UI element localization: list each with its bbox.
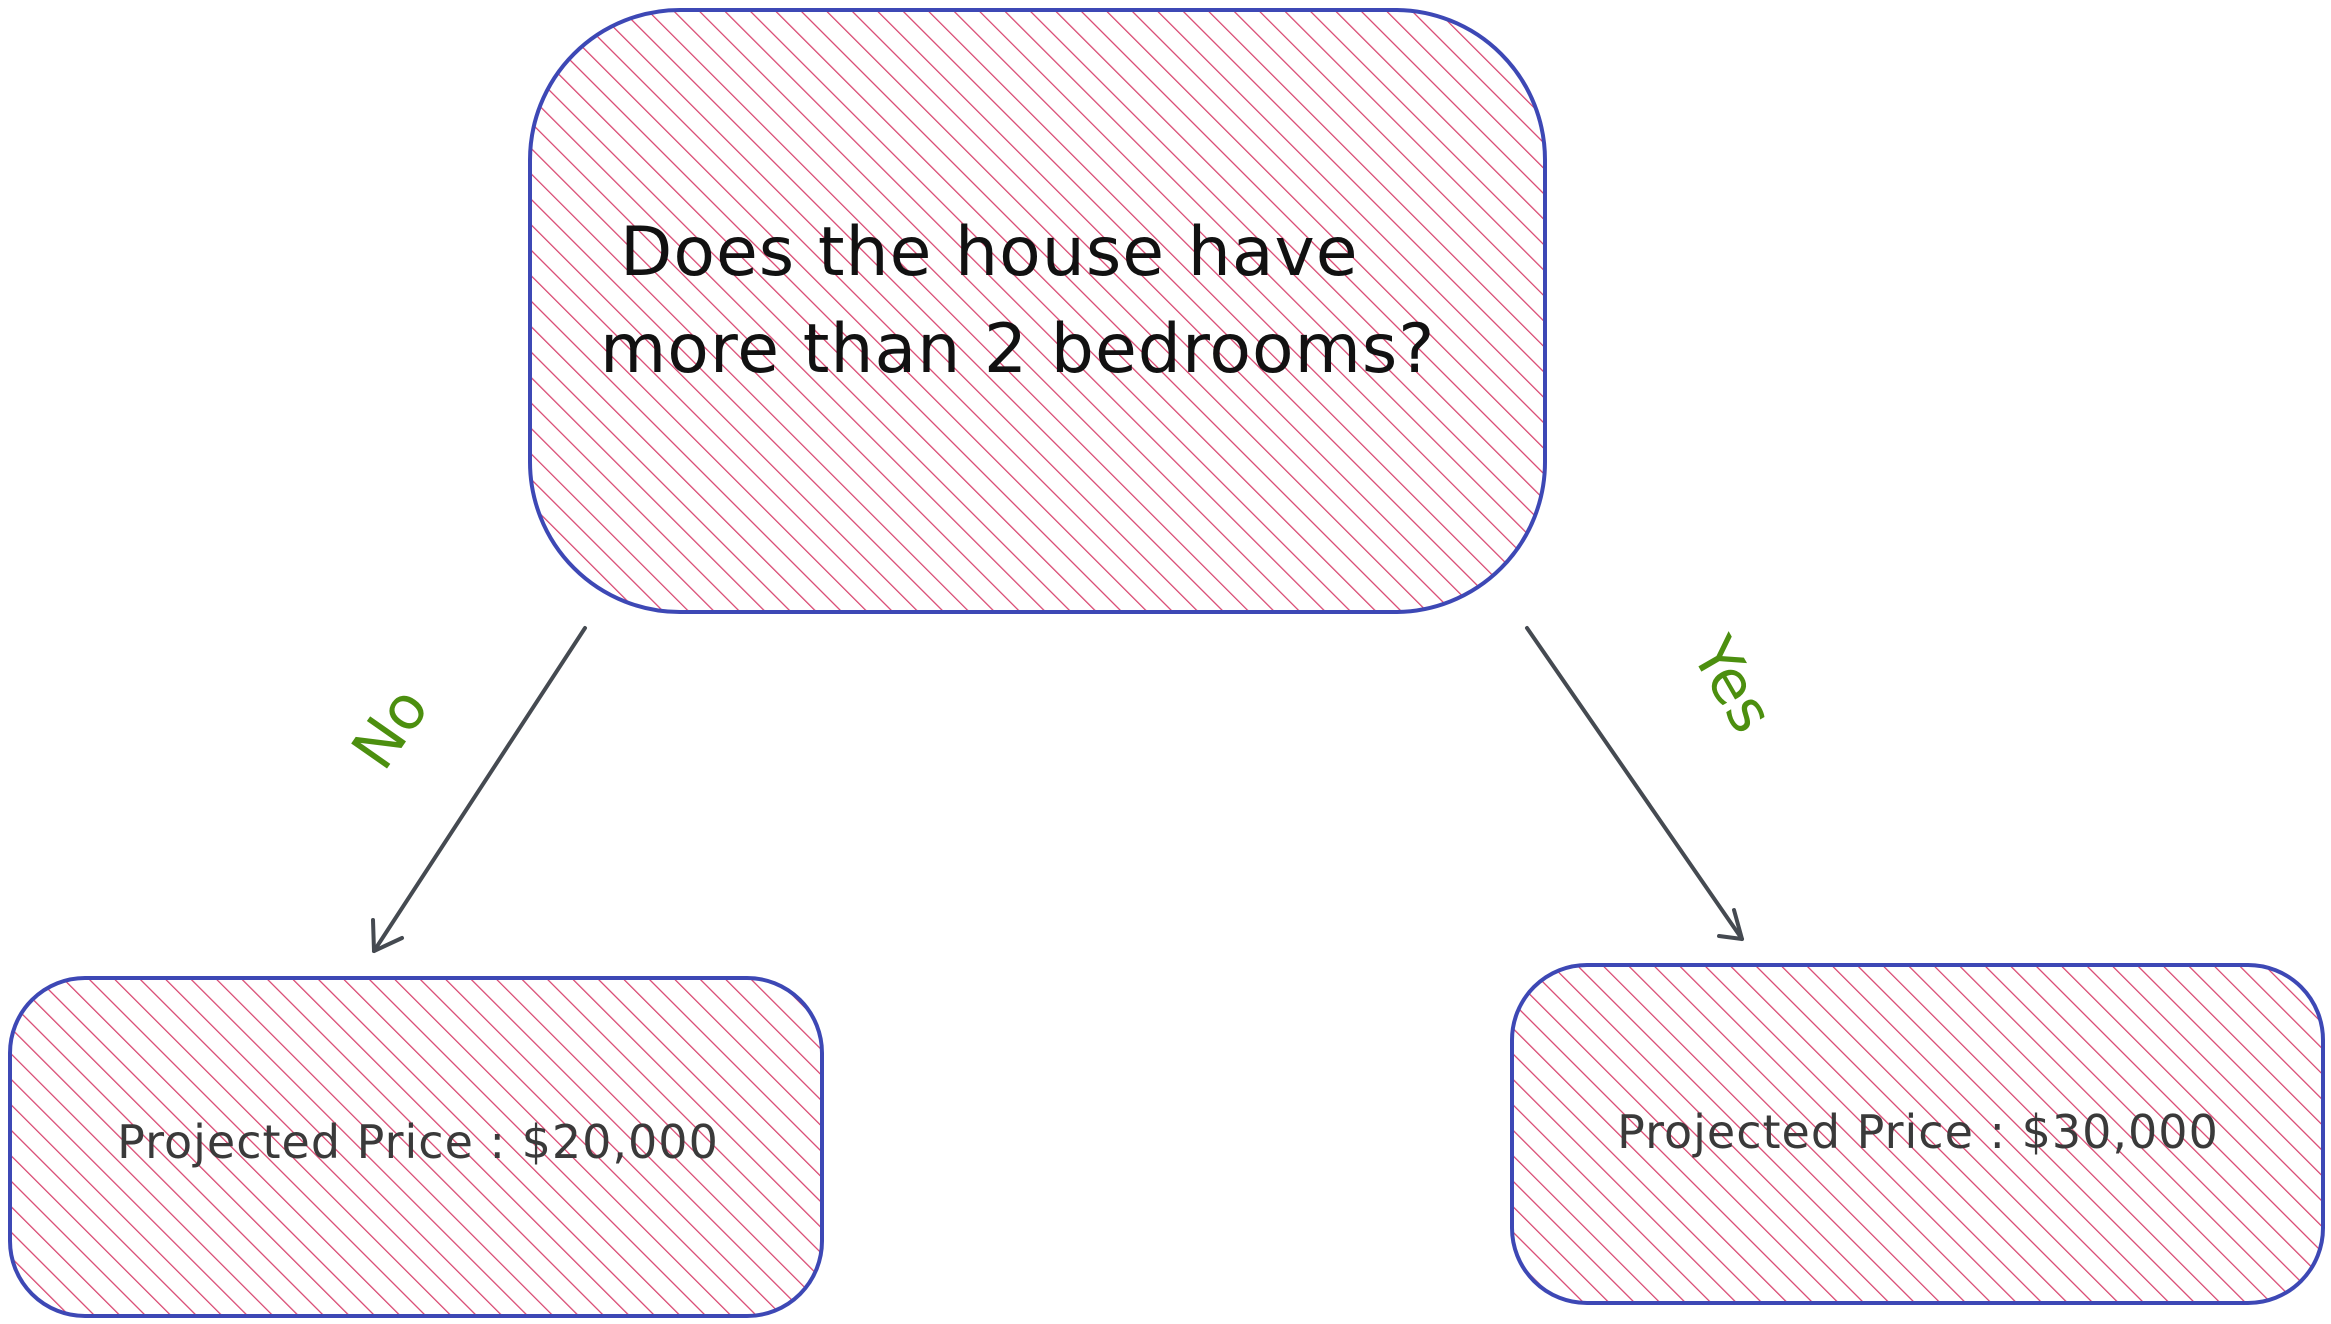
root-question-line-1: Does the house have [620, 213, 1359, 292]
edge-no-label: No [339, 675, 443, 782]
root-question-line-2: more than 2 bedrooms? [600, 310, 1435, 389]
edge-yes-label: Yes [1677, 625, 1787, 745]
edge-yes [1525, 626, 1744, 941]
edge-yes-arrowhead [1717, 908, 1744, 941]
root-question-box [528, 8, 1547, 614]
leaf-yes-text: Projected Price : $30,000 [1617, 1105, 2219, 1159]
leaf-yes-box [1510, 963, 2325, 1305]
edge-no-arrowhead [371, 918, 404, 953]
edge-no-line [372, 626, 587, 953]
leaf-no-text: Projected Price : $20,000 [117, 1115, 719, 1169]
edge-no [371, 626, 587, 953]
root-question-node[interactable]: Does the house have more than 2 bedrooms… [528, 8, 1547, 614]
leaf-no-box [8, 976, 824, 1318]
leaf-node-no[interactable]: Projected Price : $20,000 [8, 976, 824, 1318]
edge-yes-line [1525, 626, 1744, 941]
leaf-node-yes[interactable]: Projected Price : $30,000 [1510, 963, 2325, 1305]
